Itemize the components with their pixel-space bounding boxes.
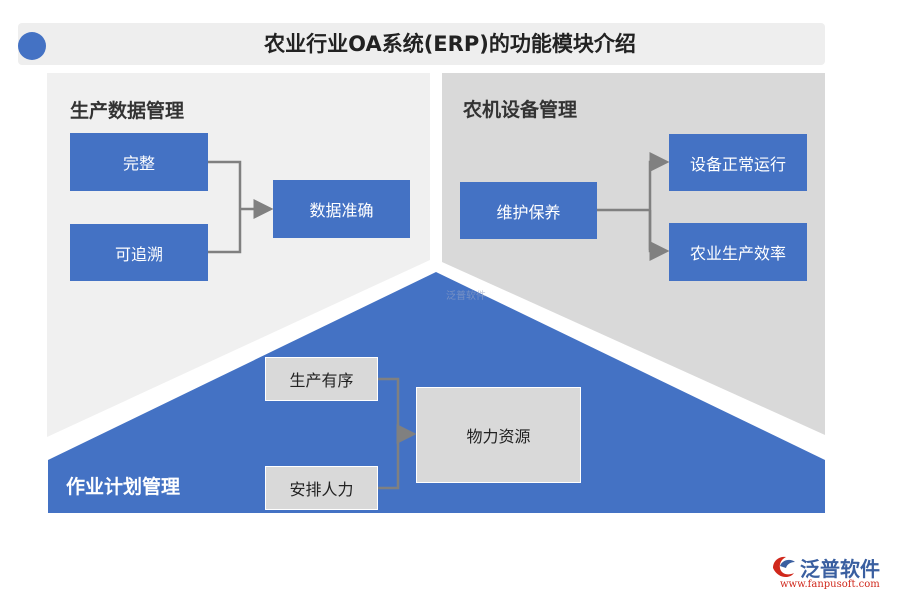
box-traceable: 可追溯 [70, 224, 208, 281]
box-production-efficiency: 农业生产效率 [669, 223, 807, 281]
box-data-accurate: 数据准确 [273, 180, 410, 238]
title-bullet-icon [18, 32, 46, 60]
logo-url: www.fanpusoft.com [780, 579, 880, 590]
work-plan-label: 作业计划管理 [66, 476, 181, 498]
watermark: 泛普软件 [446, 291, 486, 302]
title-bar [18, 23, 825, 65]
left-connectors [208, 160, 274, 254]
box-complete: 完整 [70, 133, 208, 191]
box-maintenance: 维护保养 [460, 182, 597, 239]
box-orderly-production: 生产有序 [265, 357, 378, 401]
logo-name: 泛普软件 [800, 557, 880, 581]
fanpu-logo-icon [773, 556, 795, 578]
right-connectors [597, 152, 670, 261]
box-equipment-normal: 设备正常运行 [669, 134, 807, 191]
machinery-label: 农机设备管理 [463, 99, 578, 121]
box-material-resources: 物力资源 [416, 387, 581, 483]
bottom-connectors [378, 377, 417, 490]
box-arrange-manpower: 安排人力 [265, 466, 378, 510]
page-title: 农业行业OA系统(ERP)的功能模块介绍 [264, 32, 636, 56]
production-data-label: 生产数据管理 [70, 100, 185, 122]
